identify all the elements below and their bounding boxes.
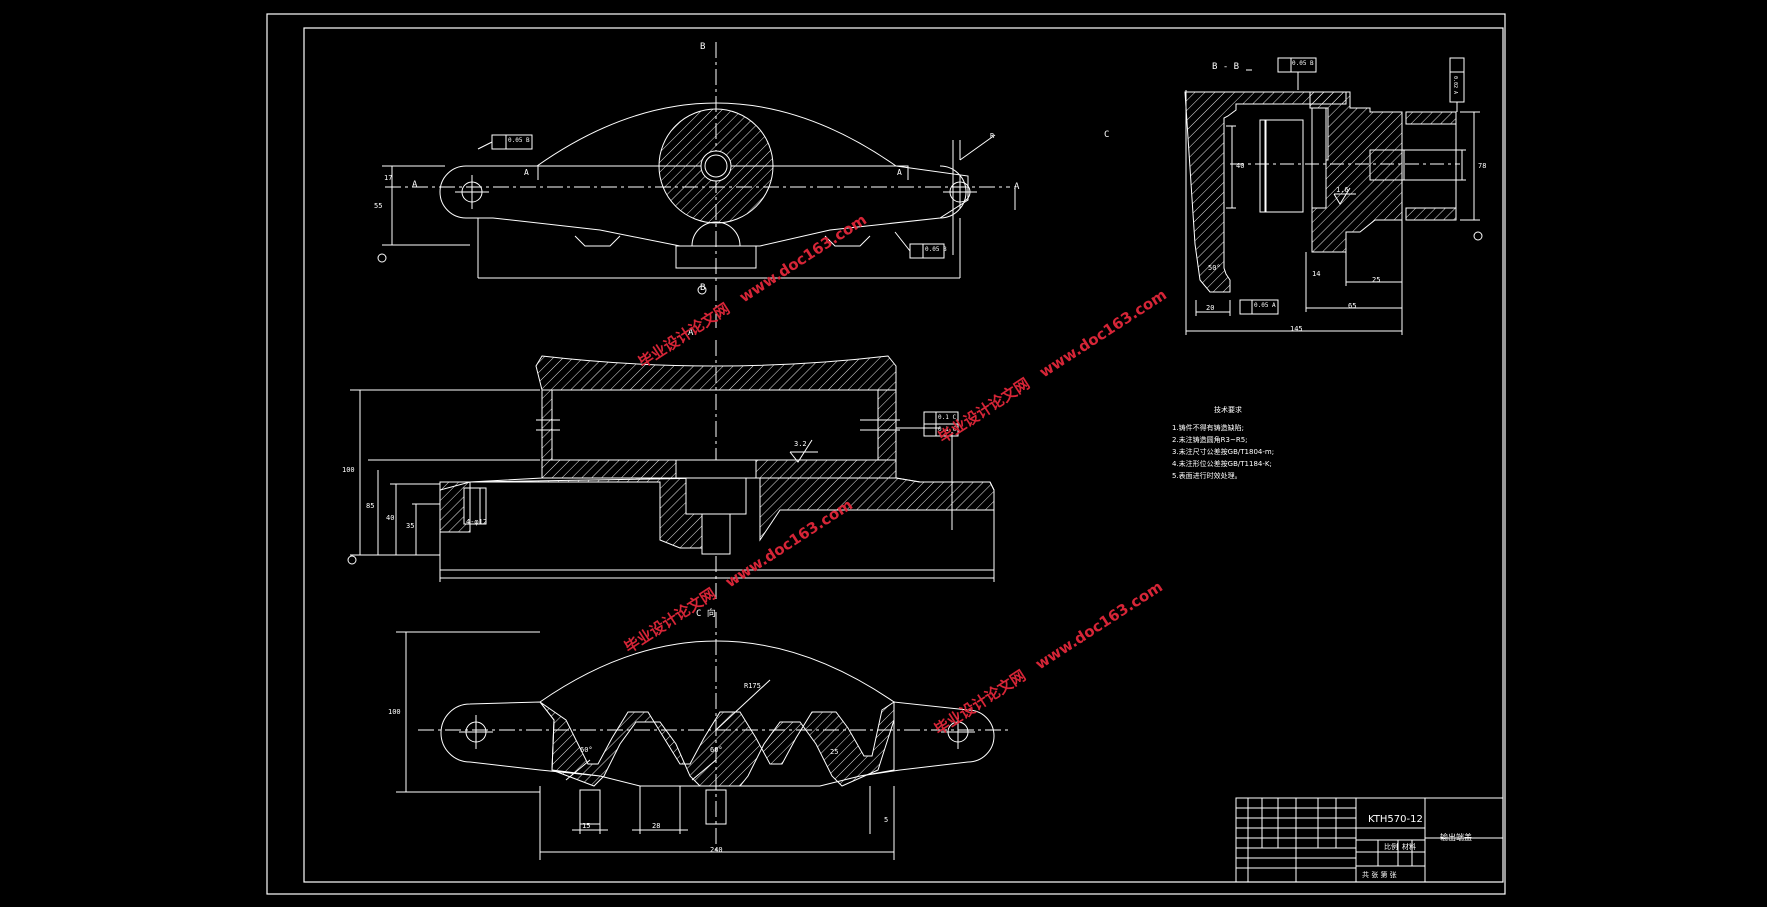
tol-mid-a: 0.1 C (938, 414, 957, 421)
dim-rt-20: 20 (1206, 304, 1215, 312)
outer-border (266, 13, 1506, 895)
tech-requirements: 技术要求 1.铸件不得有铸造缺陷; 2.未注铸造圆角R3~R5; 3.未注尺寸公… (1172, 406, 1275, 482)
middle-section (347, 340, 995, 600)
top-view (377, 42, 1016, 328)
scale-label: 比例 (1384, 843, 1398, 851)
dim-top-17: 17 (384, 174, 393, 182)
section-label-bb: B - B (1212, 62, 1240, 72)
tech-requirements-title: 技术要求 (1214, 406, 1242, 414)
dim-rt-16: 1.6 (1336, 186, 1349, 194)
section-label-a-left: A (412, 180, 418, 190)
section-label-b-top: B (700, 42, 706, 52)
dim-bot-100: 100 (388, 708, 401, 716)
tech-requirement-item: 4.未注形位公差按GB/T1184-K; (1172, 460, 1272, 468)
dim-rt-50: 50° (1208, 264, 1221, 272)
material-label: 材料 (1402, 843, 1416, 851)
inner-border (303, 27, 1504, 883)
bottom-view (396, 612, 1010, 860)
dim-bot-28: 28 (652, 822, 661, 830)
tol-right-bottom: 0.05 A (1254, 302, 1276, 309)
dim-top-r: R (990, 132, 995, 140)
section-label-c-arrow: C (1104, 130, 1110, 140)
title-block (1235, 797, 1504, 883)
dim-rt-145: 145 (1290, 325, 1303, 333)
section-label-a-right: A (1014, 182, 1020, 192)
dim-bot-r: R175 (744, 682, 761, 690)
tol-right-top: 0.05 B (1292, 60, 1314, 67)
dim-mid-100: 100 (342, 466, 355, 474)
tol-right-vertical: 0.02 A (1452, 76, 1458, 95)
tech-requirement-item: 2.未注铸造圆角R3~R5; (1172, 436, 1248, 444)
dim-rt-25: 25 (1372, 276, 1381, 284)
tol-mid-b: 0.1 C (938, 426, 957, 433)
dim-mid-35: 35 (406, 522, 415, 530)
dim-mid-phi: 4-φ12 (466, 518, 488, 526)
dim-bot-25: 25 (830, 748, 839, 756)
dim-bot-60b: 60° (710, 746, 723, 754)
section-label-a-top: A (688, 328, 694, 338)
section-label-a-inner-right: A (897, 168, 902, 177)
sheet-label: 共 张 第 张 (1362, 871, 1397, 879)
section-label-b-bottom: B (700, 283, 706, 293)
dim-rt-40: 40 (1236, 162, 1245, 170)
tol-top-right: 0.05 B (925, 246, 947, 253)
tech-requirement-item: 1.铸件不得有铸造缺陷; (1172, 424, 1245, 432)
dim-bot-60: 60° (580, 746, 593, 754)
right-section (1184, 57, 1483, 335)
dim-bot-15: 15 (582, 822, 591, 830)
section-label-a-inner-left: A (524, 168, 529, 177)
section-label-c-view: C 向 (696, 609, 716, 619)
tech-requirement-item: 5.表面进行时效处理。 (1172, 472, 1242, 480)
dim-bot-240: 240 (710, 846, 723, 854)
tol-top-left: 0.05 B (508, 137, 530, 144)
part-name: 输出端盖 (1440, 833, 1472, 842)
tech-requirement-item: 3.未注尺寸公差按GB/T1804-m; (1172, 448, 1275, 456)
drawing-number: KTH570-12 (1368, 814, 1423, 825)
dim-mid-rough: 3.2 (794, 440, 807, 448)
dim-mid-40: 40 (386, 514, 395, 522)
dim-mid-85: 85 (366, 502, 375, 510)
dim-rt-14: 14 (1312, 270, 1321, 278)
dim-rt-78: 78 (1478, 162, 1487, 170)
dim-bot-5: 5 (884, 816, 889, 824)
dim-top-55: 55 (374, 202, 383, 210)
dim-rt-65: 65 (1348, 302, 1357, 310)
